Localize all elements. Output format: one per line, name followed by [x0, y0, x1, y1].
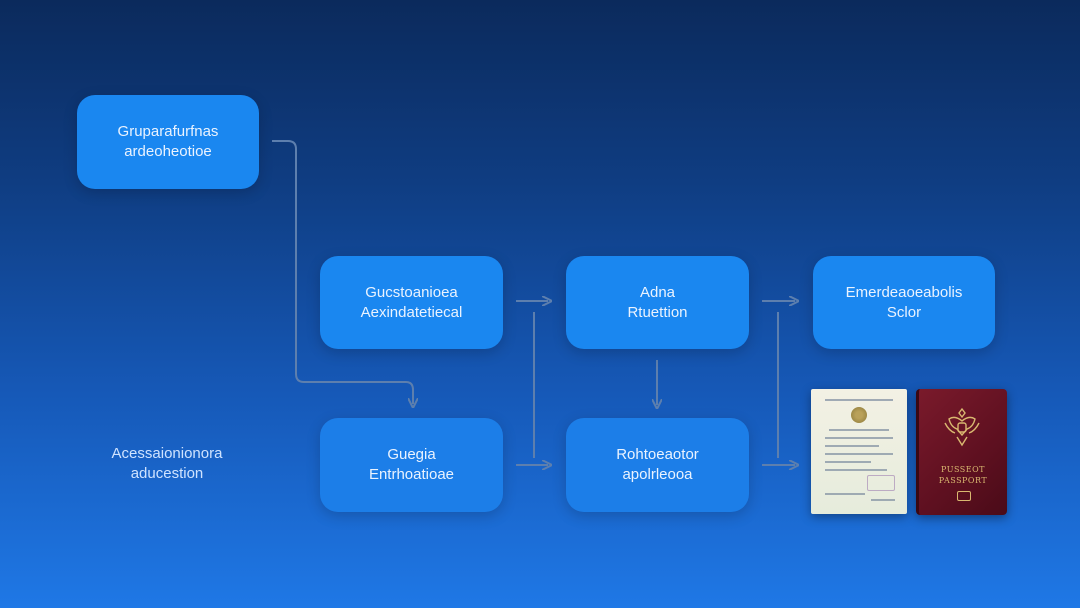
flow-node-row2-first-line2: Entrhoatioae [368, 466, 455, 483]
flow-node-start-line2: ardeoheotioe [124, 143, 212, 160]
flow-node-row2-second-line2: apolrleooa [622, 466, 693, 483]
side-label-line2: aducestion [130, 465, 204, 482]
flow-node-start[interactable]: Gruparafurfnas ardeoheotioe [77, 95, 259, 189]
side-label-line1: Acessaionionora [111, 445, 223, 462]
flow-node-row2-second-line1: Rohtoeaotor [616, 446, 699, 463]
passport-cover-line2: PASSPORT [938, 476, 988, 485]
flow-node-row1-first-line2: Aexindatetiecal [360, 303, 463, 321]
certificate-stamp-icon [867, 475, 895, 491]
passport-emblem-icon [944, 407, 980, 447]
flow-node-row2-first[interactable]: Guegia Entrhoatioae [320, 418, 503, 512]
flow-node-row2-first-line1: Guegia [387, 446, 436, 463]
passport-chip-icon [957, 491, 971, 501]
connector-start-to-r2a [272, 140, 413, 404]
flow-node-row1-first[interactable]: Gucstoanioea Aexindatetiecal [320, 256, 503, 349]
flow-node-row1-second[interactable]: Adna Rtuettion [566, 256, 749, 349]
certificate-document-icon [811, 389, 907, 514]
flow-node-row1-second-line1: Adna [639, 283, 676, 301]
flow-node-start-line1: Gruparafurfnas [117, 123, 219, 140]
passport-icon: PUSSEOT PASSPORT [916, 389, 1007, 515]
flow-node-row1-first-line1: Gucstoanioea [365, 283, 458, 301]
flow-node-row1-second-line2: Rtuettion [627, 303, 688, 321]
side-label: Acessaionionora aducestion [92, 444, 242, 484]
passport-cover-line1: PUSSEOT [940, 465, 986, 474]
flow-node-row1-third-line1: Emerdeaoeabolis [845, 283, 963, 301]
certificate-seal-icon [851, 407, 867, 423]
flow-node-row1-third-line2: Sclor [886, 303, 922, 321]
flow-node-row2-second[interactable]: Rohtoeaotor apolrleooa [566, 418, 749, 512]
flow-node-row1-third[interactable]: Emerdeaoeabolis Sclor [813, 256, 995, 349]
